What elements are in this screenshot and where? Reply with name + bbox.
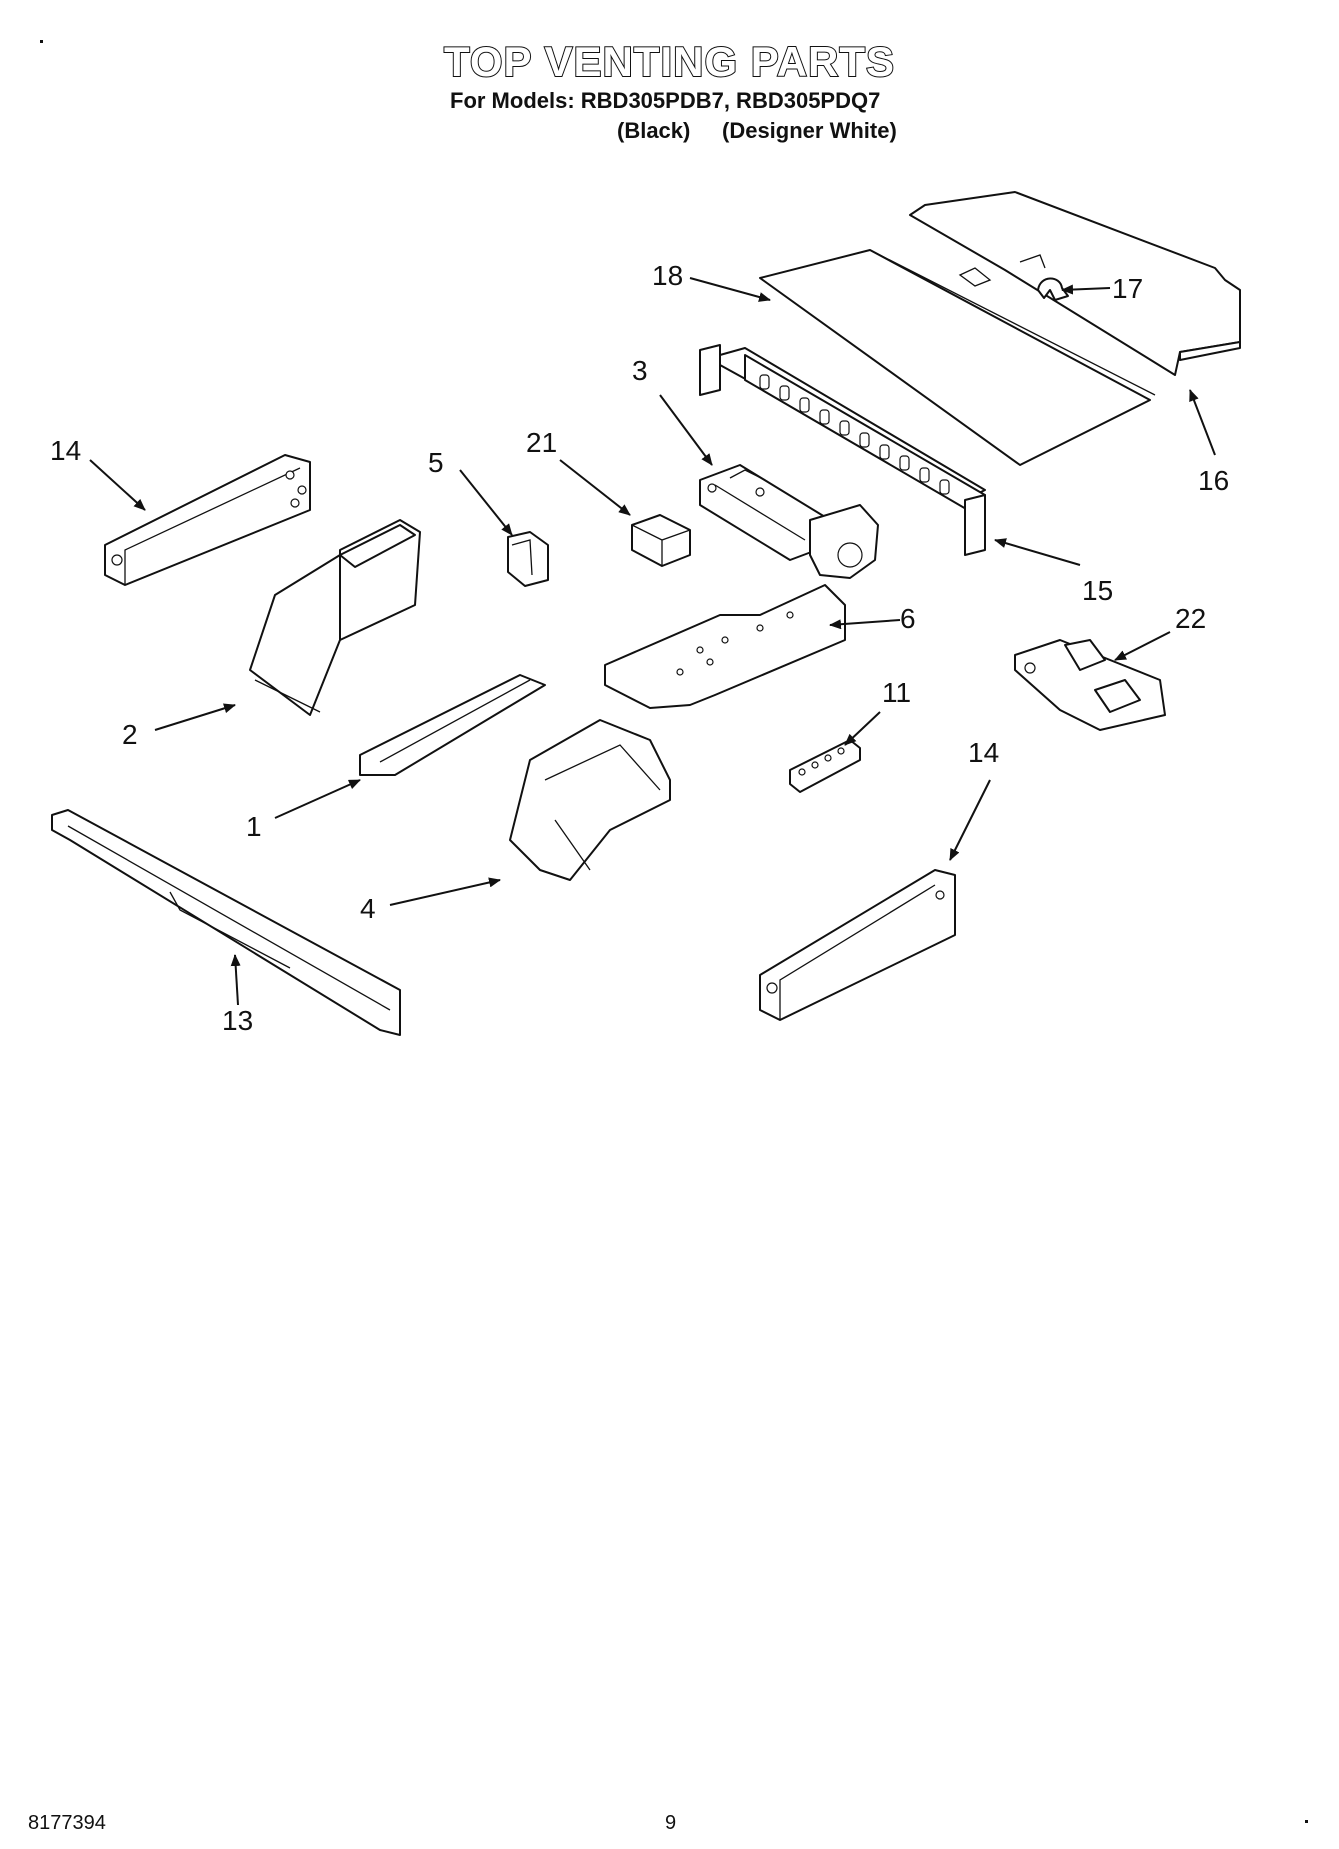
page-title: TOP VENTING PARTS: [443, 37, 896, 86]
leader-5: [459, 469, 513, 536]
document-number: 8177394: [28, 1812, 106, 1834]
part-3-motor-assembly: [699, 464, 879, 579]
model-2-color: (Designer White): [722, 118, 897, 143]
callout-21: 21: [526, 427, 557, 458]
part-14-bracket-right: [759, 869, 956, 1021]
callout-numbers: 18 17 3 16 14 5 21 15 6 22 2 11 14 1 4 1…: [50, 260, 1229, 1036]
leader-2: [154, 703, 236, 731]
leader-6: [829, 619, 901, 630]
callout-14-right: 14: [968, 737, 999, 768]
callout-leaders: [89, 277, 1216, 1006]
leader-14-left: [89, 459, 146, 511]
model-1-color: (Black): [617, 118, 691, 143]
leader-3: [659, 394, 713, 466]
callout-4: 4: [360, 893, 376, 924]
part-6-plate: [604, 584, 846, 709]
models-line: For Models: RBD305PDB7, RBD305PDQ7: [450, 88, 881, 113]
callout-22: 22: [1175, 603, 1206, 634]
leader-14-right: [949, 779, 991, 861]
part-2-duct: [249, 519, 421, 716]
page-number: 9: [665, 1812, 677, 1834]
callout-5: 5: [428, 447, 444, 478]
part-21-foam-block: [631, 514, 691, 567]
leader-1: [274, 779, 361, 819]
callout-13: 13: [222, 1005, 253, 1036]
corner-mark-top-left: [40, 40, 43, 43]
part-1-channel: [359, 674, 546, 776]
callout-1: 1: [246, 811, 262, 842]
part-5-switch: [507, 531, 549, 587]
leader-4: [389, 877, 501, 906]
part-13-front-rail: [51, 809, 401, 1036]
callout-2: 2: [122, 719, 138, 750]
callout-15: 15: [1082, 575, 1113, 606]
part-11-terminal-block: [789, 739, 861, 793]
part-16-top-panel: [909, 191, 1241, 376]
callout-14-left: 14: [50, 435, 81, 466]
part-14-bracket-left: [104, 454, 311, 586]
leader-21: [559, 459, 631, 516]
callout-17: 17: [1112, 273, 1143, 304]
callout-11: 11: [882, 677, 911, 708]
leader-18: [689, 277, 771, 302]
part-22-bracket: [1014, 639, 1166, 731]
leader-22: [1114, 631, 1171, 661]
callout-18: 18: [652, 260, 683, 291]
part-15-vent-rail: [699, 344, 986, 556]
callout-16: 16: [1198, 465, 1229, 496]
leader-11: [844, 711, 881, 746]
leader-16: [1189, 389, 1216, 456]
part-4-deflector: [509, 719, 671, 881]
callout-3: 3: [632, 355, 648, 386]
part-18-vent-panel: [759, 249, 1156, 466]
callout-6: 6: [900, 603, 916, 634]
corner-mark-bottom-right: [1305, 1820, 1308, 1823]
leader-13: [230, 954, 241, 1006]
leader-17: [1061, 284, 1111, 295]
leader-15: [994, 538, 1081, 566]
part-17-clip: [1037, 277, 1069, 301]
